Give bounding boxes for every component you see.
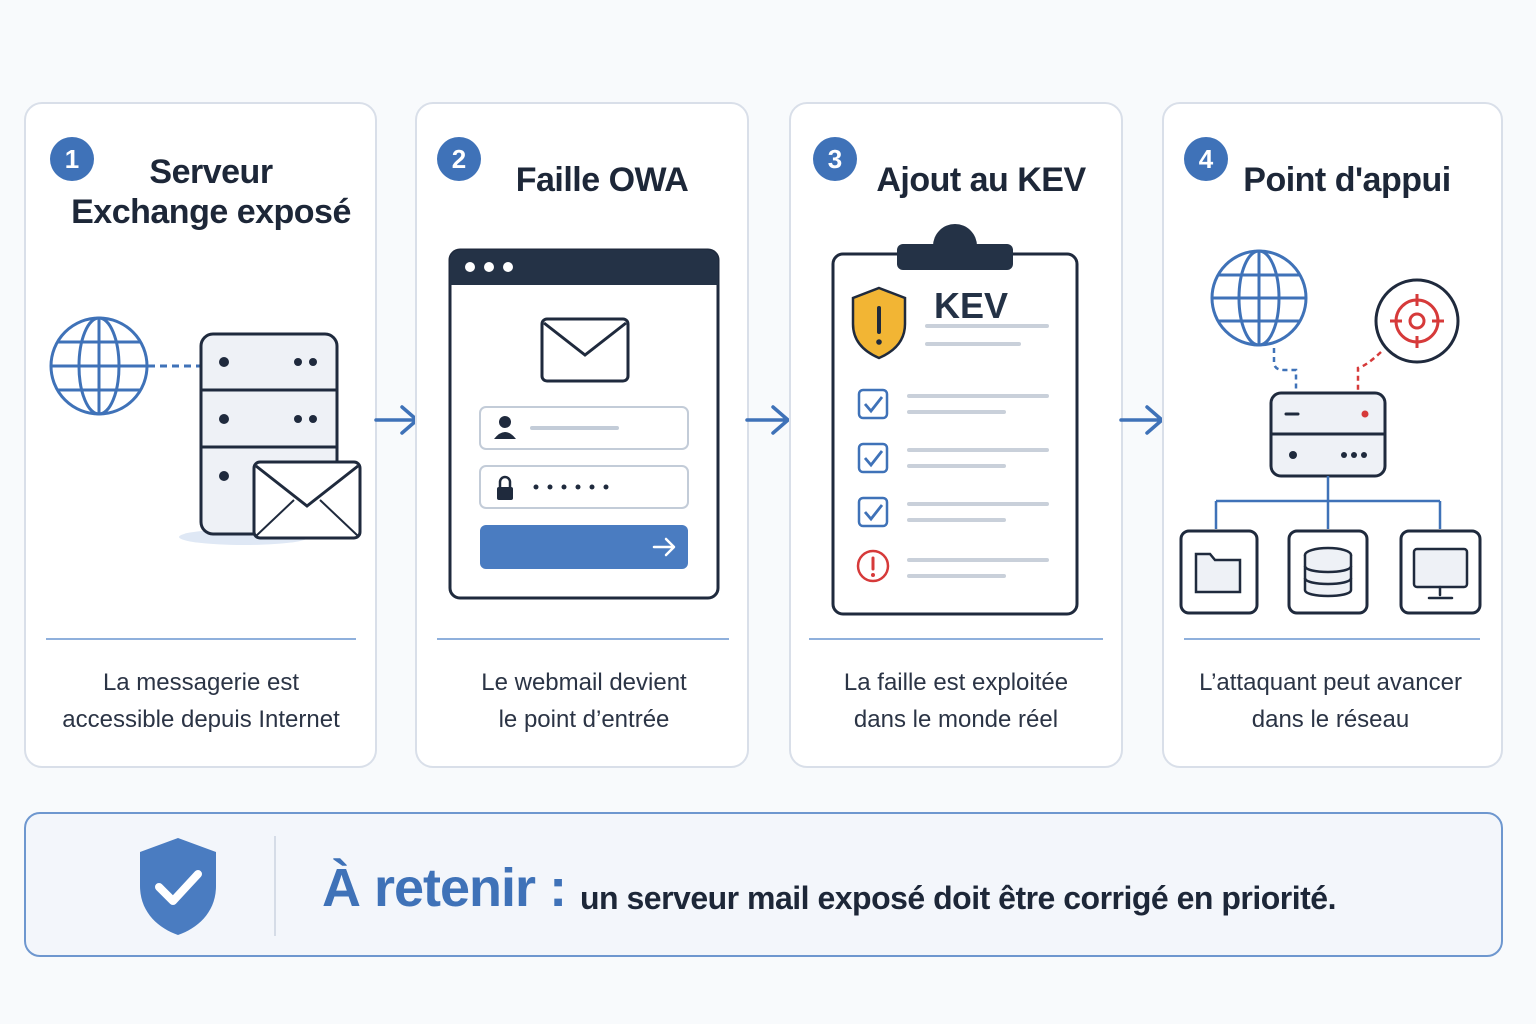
checkbox-icon: [857, 388, 889, 420]
step-number: 3: [827, 143, 843, 174]
alert-circle-icon: [856, 549, 890, 583]
step-card-3: 3 Ajout au KEV KEV: [789, 102, 1123, 768]
step-number-badge: 3: [813, 137, 857, 181]
step-description-line: dans le monde réel: [853, 706, 1059, 733]
step-title-line: Exchange exposé: [71, 193, 351, 231]
envelope-icon: [252, 460, 362, 540]
password-mask: [533, 484, 609, 490]
step-4-illustration: [1179, 249, 1482, 615]
step-3-illustration: KEV: [831, 224, 1079, 616]
checkbox-icon: [857, 442, 889, 474]
step-title-line: Serveur: [149, 153, 273, 191]
shield-check-icon: [140, 838, 216, 935]
step-number: 4: [1198, 143, 1214, 174]
step-description-line: dans le réseau: [1251, 706, 1410, 733]
step-description: La messagerie est accessible depuis Inte…: [36, 664, 366, 738]
database-icon: [1287, 529, 1369, 615]
step-title: Ajout au KEV: [876, 161, 1086, 199]
step-divider: [46, 638, 356, 640]
banner-text: un serveur mail exposé doit être corrigé…: [580, 880, 1336, 916]
step-number-badge: 4: [1184, 137, 1228, 181]
arrow-right-icon: [652, 537, 676, 557]
globe-icon: [49, 316, 149, 416]
step-description-line: accessible depuis Internet: [62, 706, 340, 733]
step-number-badge: 1: [50, 137, 94, 181]
step-title: Faille OWA: [515, 161, 689, 199]
step-divider: [809, 638, 1103, 640]
banner-separator: [274, 836, 276, 936]
step-card-2: 2 Faille OWA Le webmail devien: [415, 102, 749, 768]
step-description: L’attaquant peut avancer dans le réseau: [1164, 664, 1497, 738]
globe-icon: [1210, 249, 1308, 347]
step-card-4: 4 Point d'appui: [1162, 102, 1503, 768]
step-description-line: La faille est exploitée: [843, 669, 1069, 696]
flow-arrow-icon: [1119, 405, 1164, 435]
user-icon: [494, 416, 516, 439]
target-icon: [1374, 278, 1460, 364]
step-description-line: Le webmail devient: [481, 669, 687, 696]
banner-heading: À retenir :: [322, 858, 567, 918]
step-divider: [437, 638, 729, 640]
step-number: 2: [451, 143, 467, 174]
step-title: Point d'appui: [1243, 161, 1451, 199]
takeaway-banner: À retenir : un serveur mail exposé doit …: [24, 812, 1503, 957]
step-description: Le webmail devient le point d’entrée: [417, 664, 751, 738]
step-description-line: L’attaquant peut avancer: [1199, 669, 1462, 696]
password-field: [479, 465, 689, 509]
envelope-icon: [540, 317, 630, 383]
login-button: [480, 525, 688, 569]
warning-shield-icon: [851, 286, 907, 360]
step-1-illustration: [49, 316, 362, 545]
flow-arrow-icon: [745, 405, 790, 435]
folder-icon: [1179, 529, 1259, 615]
step-number: 1: [64, 143, 80, 174]
server-icon: [1269, 391, 1387, 478]
step-divider: [1184, 638, 1480, 640]
step-number-badge: 2: [437, 137, 481, 181]
step-description-line: le point d’entrée: [498, 706, 670, 733]
clipboard-label: KEV: [934, 285, 1008, 326]
checkbox-icon: [857, 496, 889, 528]
step-description: La faille est exploitée dans le monde ré…: [791, 664, 1121, 738]
step-2-illustration: [448, 248, 720, 600]
monitor-icon: [1399, 529, 1482, 615]
step-card-1: 1 Serveur Exchange exposé La mes: [24, 102, 377, 768]
step-title: Serveur Exchange exposé: [66, 152, 356, 232]
step-description-line: La messagerie est: [102, 669, 300, 696]
lock-icon: [497, 475, 513, 500]
